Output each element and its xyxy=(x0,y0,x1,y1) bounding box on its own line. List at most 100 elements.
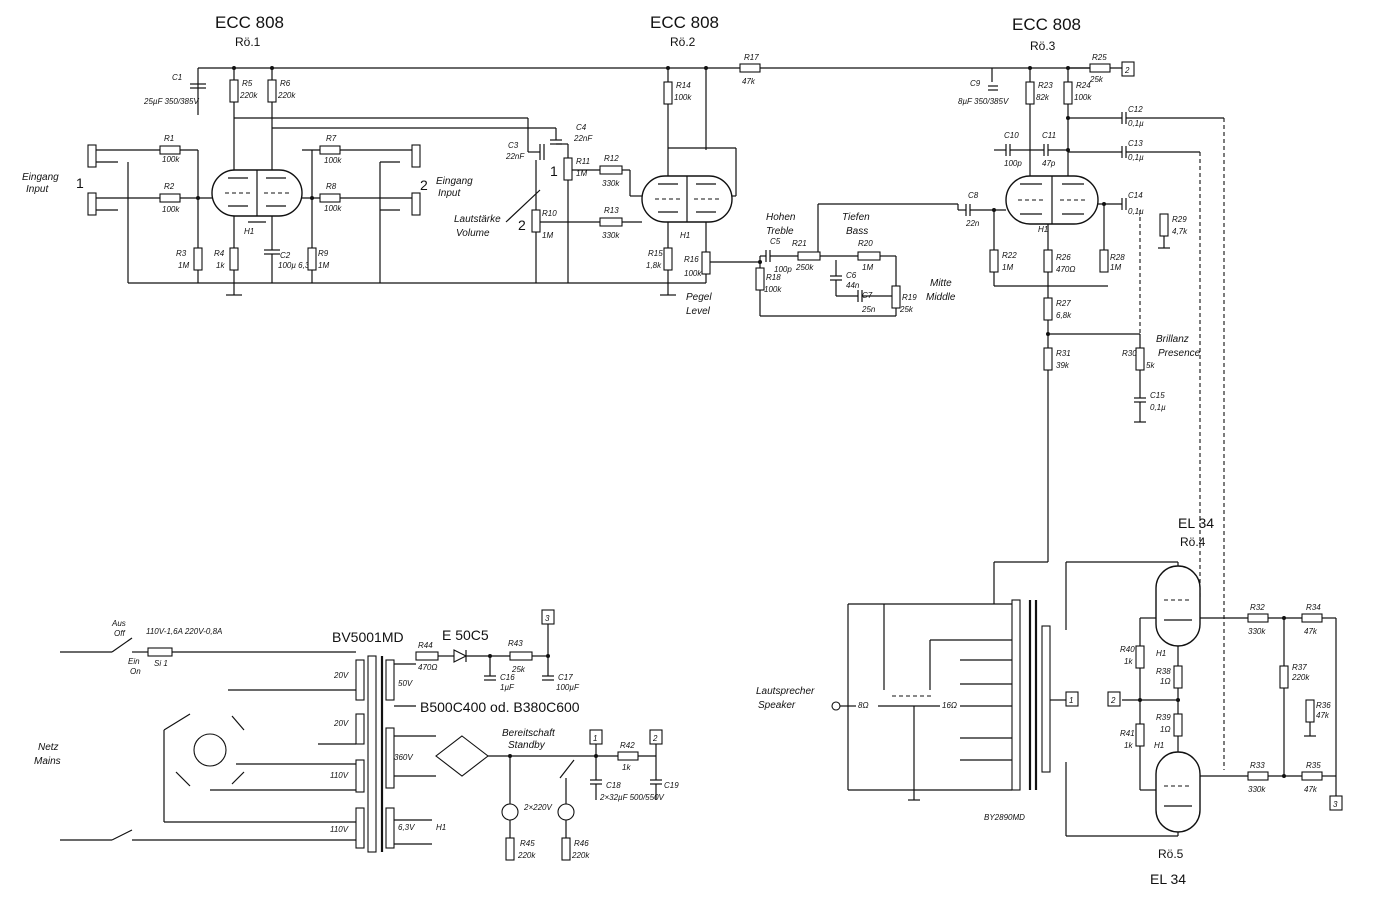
pot-r21-treble[interactable] xyxy=(797,251,821,261)
mains-switch[interactable] xyxy=(111,637,133,653)
volume-en: Volume xyxy=(456,228,490,239)
r22-ref: R22 xyxy=(1002,251,1017,260)
resistor-r5 xyxy=(229,79,239,103)
r7-value: 100k xyxy=(324,156,342,165)
r10-ref: R10 xyxy=(542,209,557,218)
winding-s1: 50V xyxy=(398,679,413,688)
r26-value: 470Ω xyxy=(1056,265,1075,274)
r3-value: 1M xyxy=(178,261,189,270)
resistor-r32 xyxy=(1247,613,1269,623)
pot-r43[interactable] xyxy=(509,651,533,661)
terminal-2-mid xyxy=(1107,691,1121,707)
resistor-r22 xyxy=(989,249,999,273)
terminal-1-ps xyxy=(589,729,603,745)
heater-r5: H1 xyxy=(1154,741,1164,750)
terminal-3-ps-label: 3 xyxy=(545,614,550,623)
pot-r30-presence[interactable] xyxy=(1135,347,1145,371)
r31-ref: R31 xyxy=(1056,349,1071,358)
input2-de: Eingang xyxy=(436,176,473,187)
input1-en: Input xyxy=(26,184,49,195)
r3-ref: R3 xyxy=(176,249,187,258)
tube-ref-r5: Rö.5 xyxy=(1158,847,1184,861)
c13-ref: C13 xyxy=(1128,139,1143,148)
pot-r11[interactable] xyxy=(563,157,573,181)
input-jack-1b[interactable] xyxy=(87,192,160,216)
input-jack-1a[interactable] xyxy=(87,144,130,168)
standby-en: Standby xyxy=(508,740,546,751)
winding-w1: 20V xyxy=(333,671,349,680)
lamp-2 xyxy=(557,803,575,821)
pot-r20-bass[interactable] xyxy=(857,251,881,261)
r19-ref: R19 xyxy=(902,293,917,302)
pot-num-2: 2 xyxy=(518,217,526,233)
c4-ref: C4 xyxy=(576,123,587,132)
r11-value: 1M xyxy=(576,169,587,178)
r18-ref: R18 xyxy=(766,273,781,282)
r31-value: 39k xyxy=(1056,361,1070,370)
r39-value: 1Ω xyxy=(1160,725,1171,734)
speaker-jack[interactable] xyxy=(831,701,856,711)
terminal-1-ot xyxy=(1065,691,1079,707)
r37-ref: R37 xyxy=(1292,663,1307,672)
presence-en: Presence xyxy=(1158,348,1201,359)
r11-ref: R11 xyxy=(576,157,590,166)
r24-value: 100k xyxy=(1074,93,1092,102)
r32-ref: R32 xyxy=(1250,603,1265,612)
winding-s2: 360V xyxy=(394,753,413,762)
resistor-r33 xyxy=(1247,771,1269,781)
heater-r2: H1 xyxy=(680,231,690,240)
tube-type-r1: ECC 808 xyxy=(215,13,284,32)
pot-r19-middle[interactable] xyxy=(891,285,901,309)
r42-ref: R42 xyxy=(620,741,635,750)
r34-ref: R34 xyxy=(1306,603,1321,612)
input-jack-2b[interactable] xyxy=(411,192,421,216)
stage-1: ECC 808 Rö.1 Eingang Input 1 R1 100k xyxy=(22,13,556,296)
r5-ref: R5 xyxy=(242,79,253,88)
terminal-2-mid-label: 2 xyxy=(1110,696,1116,705)
terminal-3-right-label: 3 xyxy=(1333,800,1338,809)
voltage-selector[interactable] xyxy=(163,713,245,787)
pot-r10[interactable] xyxy=(531,209,541,233)
pot-r37-bias[interactable] xyxy=(1279,665,1289,689)
r20-ref: R20 xyxy=(858,239,873,248)
r46-ref: R46 xyxy=(574,839,589,848)
c16-value: 1µF xyxy=(500,683,515,692)
stage-2: ECC 808 Rö.2 C3 22nF C4 22nF R11 1M 1 R1… xyxy=(380,13,740,317)
r30-value: 5k xyxy=(1146,361,1155,370)
resistor-r8 xyxy=(319,193,341,203)
r15-value: 1,8k xyxy=(646,261,662,270)
c5-ref: C5 xyxy=(770,237,781,246)
c18-value: 2×32µF 500/550V xyxy=(599,793,665,802)
input-jack-2a[interactable] xyxy=(411,144,421,168)
prim-winding-3 xyxy=(355,759,365,793)
input2-num: 2 xyxy=(420,177,428,193)
c10-value: 100p xyxy=(1004,159,1022,168)
mains-de: Netz xyxy=(38,742,59,753)
resistor-r39 xyxy=(1173,713,1183,737)
resistor-r23 xyxy=(1025,81,1035,105)
pot-r16-level[interactable] xyxy=(701,251,711,275)
resistor-r46 xyxy=(561,837,571,861)
winding-s3: 6,3V xyxy=(398,823,415,832)
bridge-rectifier xyxy=(435,735,489,777)
middle-en: Middle xyxy=(926,292,956,303)
tube-type-r5: EL 34 xyxy=(1150,871,1186,887)
r16-value: 100k xyxy=(684,269,702,278)
r18-value: 100k xyxy=(764,285,782,294)
r27-value: 6,8k xyxy=(1056,311,1072,320)
tube-ref-r2: Rö.2 xyxy=(670,35,696,49)
terminal-2-top xyxy=(1121,61,1135,77)
resistor-r40 xyxy=(1135,645,1145,669)
r8-ref: R8 xyxy=(326,182,337,191)
resistor-r26 xyxy=(1043,249,1053,273)
tube-ref-r3: Rö.3 xyxy=(1030,39,1056,53)
speaker-de: Lautsprecher xyxy=(756,686,815,697)
heater-r3: H1 xyxy=(1038,225,1048,234)
c7-value: 25n xyxy=(861,305,876,314)
mains-en: Mains xyxy=(34,756,61,767)
resistor-r13 xyxy=(599,217,623,227)
r20-value: 1M xyxy=(862,263,873,272)
standby-switch[interactable] xyxy=(559,759,575,779)
resistor-r31 xyxy=(1043,347,1053,371)
tube-ref-r4: Rö.4 xyxy=(1180,535,1206,549)
